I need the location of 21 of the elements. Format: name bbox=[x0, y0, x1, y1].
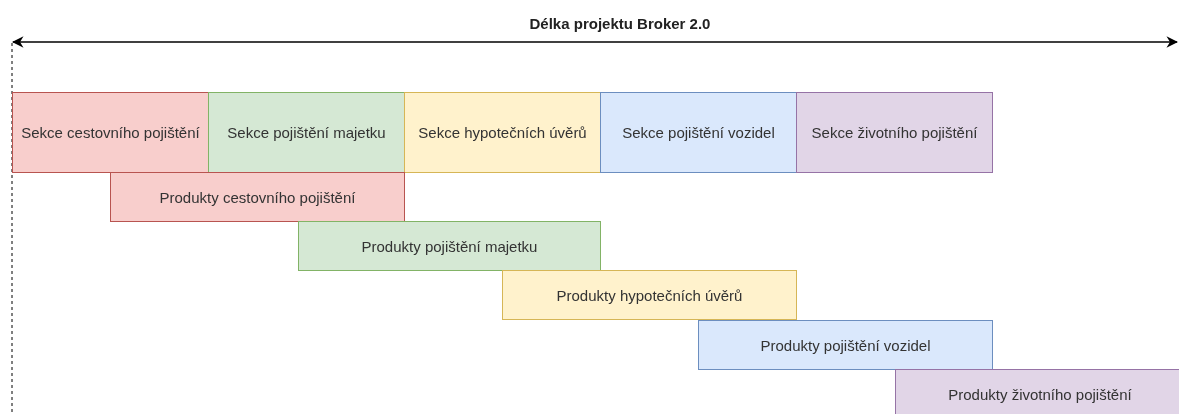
diagram-title: Délka projektu Broker 2.0 bbox=[528, 14, 712, 34]
section-box bbox=[600, 92, 797, 173]
product-box bbox=[895, 369, 1179, 414]
box-text: Sekce cestovního pojištění bbox=[21, 123, 200, 142]
section-box bbox=[208, 92, 405, 173]
box-text: Sekce hypotečních úvěrů bbox=[418, 123, 587, 142]
product-box bbox=[110, 172, 405, 222]
section-box bbox=[796, 92, 993, 173]
product-box bbox=[502, 270, 797, 320]
box-text: Produkty pojištění majetku bbox=[361, 236, 538, 256]
product-box bbox=[298, 221, 601, 271]
product-box bbox=[698, 320, 993, 370]
box-text: Produkty hypotečních úvěrů bbox=[556, 285, 743, 305]
box-text: Sekce pojištění vozidel bbox=[622, 123, 775, 142]
box-text: Produkty cestovního pojištění bbox=[159, 187, 356, 207]
box-text: Produkty životního pojištění bbox=[948, 384, 1132, 404]
box-text: Sekce pojištění majetku bbox=[227, 123, 386, 142]
box-text: Sekce životního pojištění bbox=[811, 123, 978, 142]
section-box bbox=[12, 92, 209, 173]
section-box bbox=[404, 92, 601, 173]
box-text: Produkty pojištění vozidel bbox=[760, 335, 931, 355]
